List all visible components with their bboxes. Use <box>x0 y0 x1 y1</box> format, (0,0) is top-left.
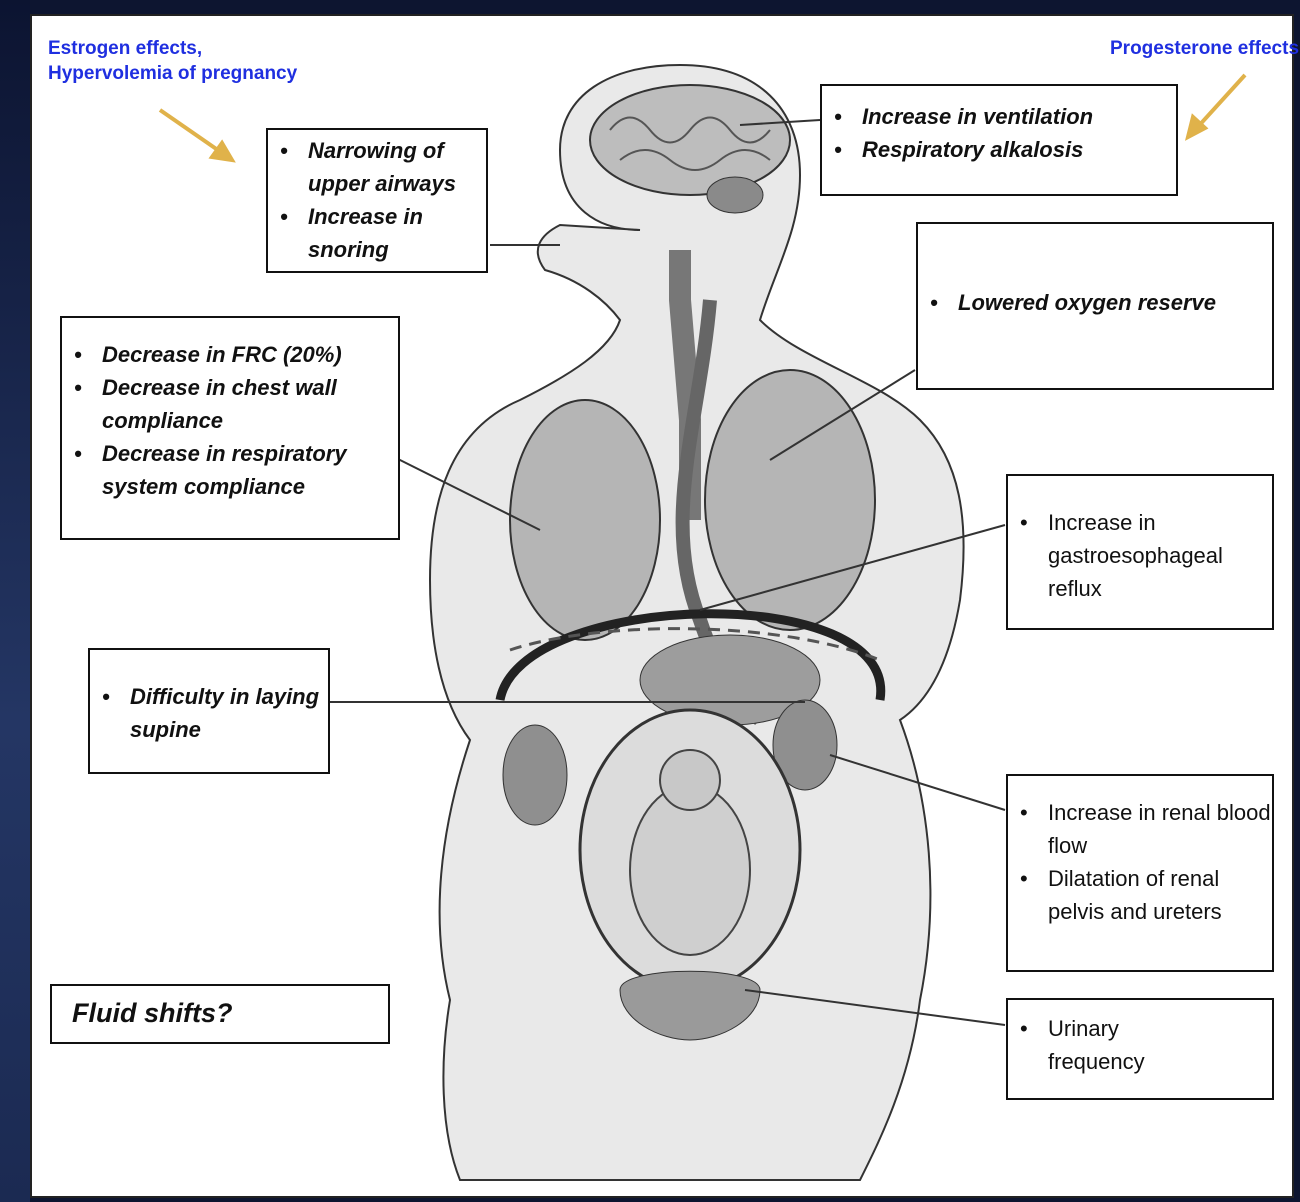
frc-item: Decrease in FRC (20%) <box>62 338 398 371</box>
reflux-item: Increase in gastroesophageal reflux <box>1008 506 1272 605</box>
snoring-item: Increase in snoring <box>268 200 486 266</box>
alkalosis-item: Respiratory alkalosis <box>822 133 1176 166</box>
respiratory-compliance-item: Decrease in respiratory system complianc… <box>62 437 398 503</box>
left-kidney <box>503 725 567 825</box>
reflux-box: Increase in gastroesophageal reflux <box>1006 474 1274 630</box>
renal-box: Increase in renal blood flow Dilatation … <box>1006 774 1274 972</box>
ventilation-box: Increase in ventilation Respiratory alka… <box>820 84 1178 196</box>
fetus-head <box>660 750 720 810</box>
fluid-shifts-box: Fluid shifts? <box>50 984 390 1044</box>
estrogen-header: Estrogen effects, Hypervolemia of pregna… <box>48 36 297 86</box>
frc-box: Decrease in FRC (20%) Decrease in chest … <box>60 316 400 540</box>
urinary-item: Urinary frequency <box>1008 1012 1272 1078</box>
renal-pelvis-item: Dilatation of renal pelvis and ureters <box>1008 862 1272 928</box>
left-lung <box>510 400 660 640</box>
progesterone-header: Progesterone effects <box>1110 36 1299 61</box>
estrogen-header-line2: Hypervolemia of pregnancy <box>48 61 297 86</box>
urinary-box: Urinary frequency <box>1006 998 1274 1100</box>
renal-flow-item: Increase in renal blood flow <box>1008 796 1272 862</box>
cerebellum <box>707 177 763 213</box>
estrogen-header-line1: Estrogen effects, <box>48 36 297 61</box>
airways-box: Narrowing of upper airways Increase in s… <box>266 128 488 273</box>
airways-item: Narrowing of upper airways <box>268 134 486 200</box>
oxygen-box: Lowered oxygen reserve <box>916 222 1274 390</box>
supine-box: Difficulty in laying supine <box>88 648 330 774</box>
fluid-shifts-text: Fluid shifts? <box>72 998 232 1029</box>
chest-wall-item: Decrease in chest wall compliance <box>62 371 398 437</box>
supine-item: Difficulty in laying supine <box>90 680 328 746</box>
ventilation-item: Increase in ventilation <box>822 100 1176 133</box>
oxygen-item: Lowered oxygen reserve <box>918 286 1272 319</box>
right-lung <box>705 370 875 630</box>
